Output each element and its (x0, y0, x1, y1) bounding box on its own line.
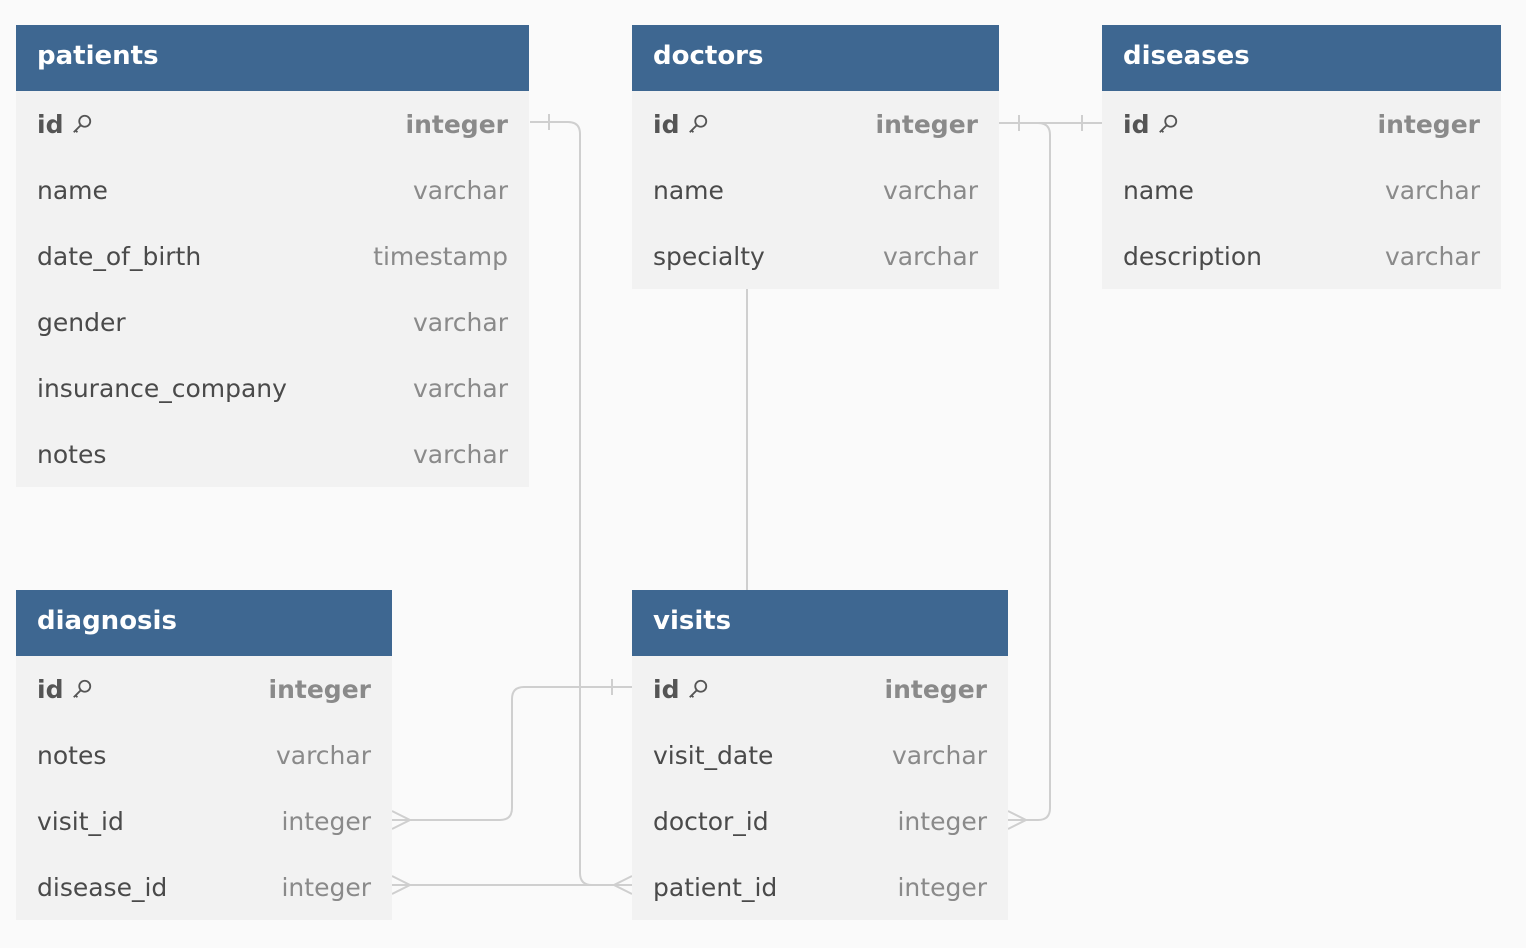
column-row-notes[interactable]: notes varchar (16, 722, 392, 788)
column-row-name[interactable]: name varchar (1102, 157, 1501, 223)
column-type: varchar (882, 175, 978, 205)
many-marker-diagnosis-disease (391, 875, 413, 895)
column-type: integer (405, 109, 508, 139)
column-type: timestamp (373, 241, 508, 271)
many-marker-diagnosis-visit (391, 810, 413, 830)
table-visits[interactable]: visits id integer visit_date varchar doc… (632, 590, 1008, 920)
column-type: varchar (1384, 175, 1480, 205)
column-row-doctor-id[interactable]: doctor_id integer (632, 788, 1008, 854)
column-type: varchar (412, 175, 508, 205)
key-icon (1159, 114, 1178, 133)
column-row-visit-id[interactable]: visit_id integer (16, 788, 392, 854)
connector-patients-visits (530, 121, 632, 886)
column-row-notes[interactable]: notes varchar (16, 421, 529, 487)
column-type: varchar (412, 439, 508, 469)
table-header-doctors: doctors (632, 25, 999, 91)
column-row-id[interactable]: id integer (16, 656, 392, 722)
table-doctors[interactable]: doctors id integer name varchar specialt… (632, 25, 999, 289)
column-type: varchar (1384, 241, 1480, 271)
column-name: gender (37, 307, 126, 337)
column-type: integer (281, 806, 371, 836)
column-row-patient-id[interactable]: patient_id integer (632, 854, 1008, 920)
column-type: integer (897, 806, 987, 836)
column-name: patient_id (653, 872, 778, 902)
column-type: integer (268, 674, 371, 704)
column-name: name (1123, 175, 1194, 205)
column-row-id[interactable]: id integer (632, 656, 1008, 722)
column-name: id (37, 674, 64, 704)
column-name: doctor_id (653, 806, 769, 836)
column-name: id (1123, 109, 1150, 139)
column-row-visit-date[interactable]: visit_date varchar (632, 722, 1008, 788)
column-name: visit_id (37, 806, 124, 836)
many-marker-visits-doctor (1007, 810, 1029, 830)
table-header-patients: patients (16, 25, 529, 91)
table-header-diagnosis: diagnosis (16, 590, 392, 656)
column-name: description (1123, 241, 1263, 271)
column-type: integer (897, 872, 987, 902)
column-row-name[interactable]: name varchar (16, 157, 529, 223)
column-row-description[interactable]: description varchar (1102, 223, 1501, 289)
key-icon (73, 114, 92, 133)
column-row-id[interactable]: id integer (632, 91, 999, 157)
table-diagnosis[interactable]: diagnosis id integer notes varchar visit… (16, 590, 392, 920)
table-patients[interactable]: patients id integer name varchar date_of… (16, 25, 529, 487)
column-name: id (37, 109, 64, 139)
column-name: date_of_birth (37, 241, 202, 271)
column-name: specialty (653, 241, 765, 271)
column-type: integer (1377, 109, 1480, 139)
column-name: notes (37, 439, 107, 469)
column-type: integer (281, 872, 371, 902)
column-type: varchar (882, 241, 978, 271)
column-name: id (653, 109, 680, 139)
column-row-disease-id[interactable]: disease_id integer (16, 854, 392, 920)
column-type: integer (884, 674, 987, 704)
table-diseases[interactable]: diseases id integer name varchar descrip… (1102, 25, 1501, 289)
key-icon (689, 679, 708, 698)
column-row-name[interactable]: name varchar (632, 157, 999, 223)
many-marker-visits-patient (611, 875, 633, 895)
column-name: disease_id (37, 872, 168, 902)
column-row-insurance-company[interactable]: insurance_company varchar (16, 355, 529, 421)
column-name: insurance_company (37, 373, 287, 403)
column-type: integer (875, 109, 978, 139)
column-row-id[interactable]: id integer (16, 91, 529, 157)
column-name: notes (37, 740, 107, 770)
column-type: varchar (275, 740, 371, 770)
column-row-id[interactable]: id integer (1102, 91, 1501, 157)
column-row-gender[interactable]: gender varchar (16, 289, 529, 355)
column-name: visit_date (653, 740, 774, 770)
column-name: name (653, 175, 724, 205)
table-header-visits: visits (632, 590, 1008, 656)
table-header-diseases: diseases (1102, 25, 1501, 91)
column-name: id (653, 674, 680, 704)
column-type: varchar (891, 740, 987, 770)
column-type: varchar (412, 307, 508, 337)
column-name: name (37, 175, 108, 205)
key-icon (73, 679, 92, 698)
column-type: varchar (412, 373, 508, 403)
key-icon (689, 114, 708, 133)
column-row-specialty[interactable]: specialty varchar (632, 223, 999, 289)
column-row-date-of-birth[interactable]: date_of_birth timestamp (16, 223, 529, 289)
connector-visits-diagnosis (392, 686, 632, 821)
